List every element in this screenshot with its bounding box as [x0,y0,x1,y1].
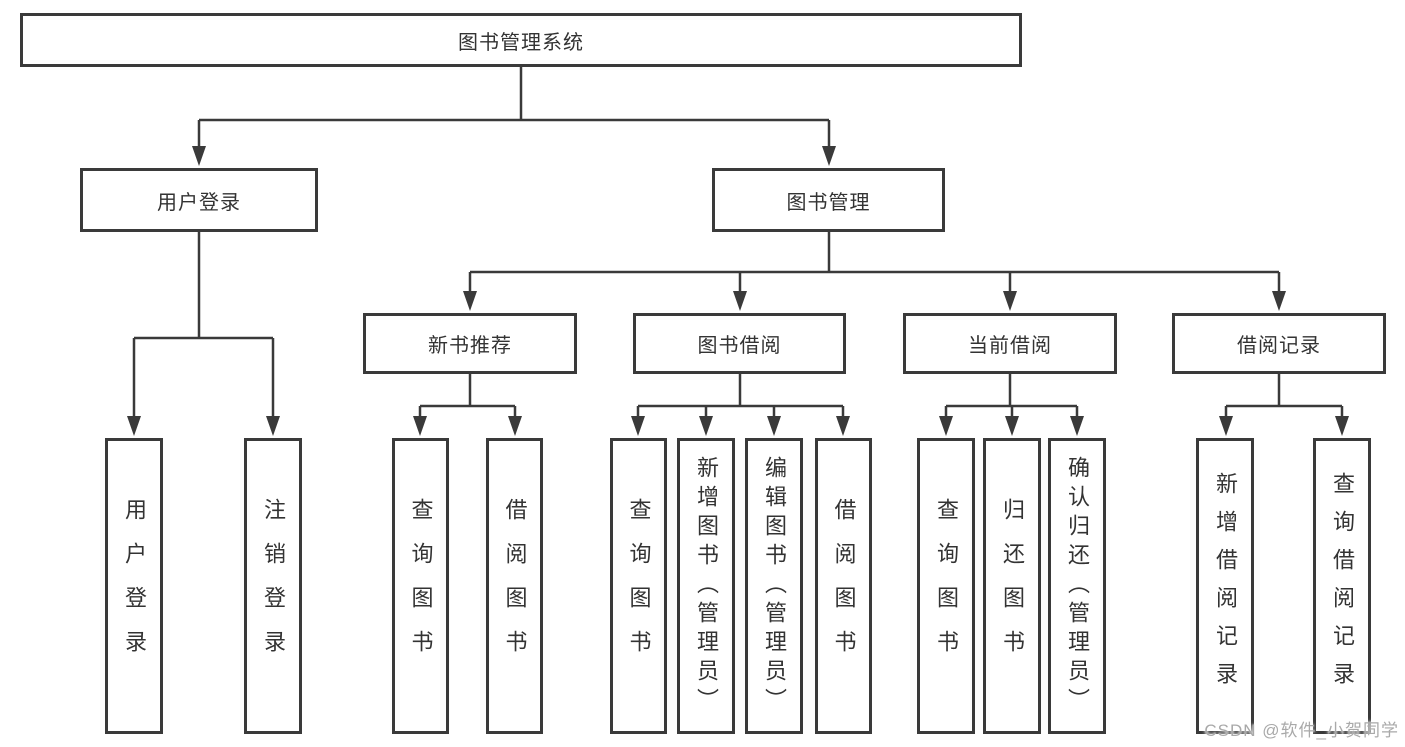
leaf-records-query-record: 查询借阅记录 [1313,438,1371,734]
leaf-borrow-add-book-admin: 新增图书（管理员） [677,438,735,734]
leaf-user-login: 用户登录 [105,438,163,734]
leaf-borrow-edit-book-admin: 编辑图书（管理员） [745,438,803,734]
leaf-current-return-book: 归还图书 [983,438,1041,734]
leaf-records-add-record: 新增借阅记录 [1196,438,1254,734]
arrowhead-icons [127,146,1349,436]
connector-stems [132,67,1344,419]
node-book-management: 图书管理 [712,168,945,232]
leaf-logout: 注销登录 [244,438,302,734]
node-book-borrow: 图书借阅 [633,313,846,374]
node-user-login: 用户登录 [80,168,318,232]
node-current-borrow: 当前借阅 [903,313,1117,374]
leaf-recommend-query-book: 查询图书 [392,438,449,734]
leaf-recommend-borrow-book: 借阅图书 [486,438,543,734]
node-borrow-records: 借阅记录 [1172,313,1386,374]
leaf-current-query-book: 查询图书 [917,438,975,734]
node-new-book-recommend: 新书推荐 [363,313,577,374]
leaf-borrow-borrow-book: 借阅图书 [815,438,872,734]
node-root: 图书管理系统 [20,13,1022,67]
csdn-watermark: CSDN @软件_小贺同学 [1204,721,1399,740]
leaf-current-confirm-return-admin: 确认归还（管理员） [1048,438,1106,734]
leaf-borrow-query-book: 查询图书 [610,438,667,734]
